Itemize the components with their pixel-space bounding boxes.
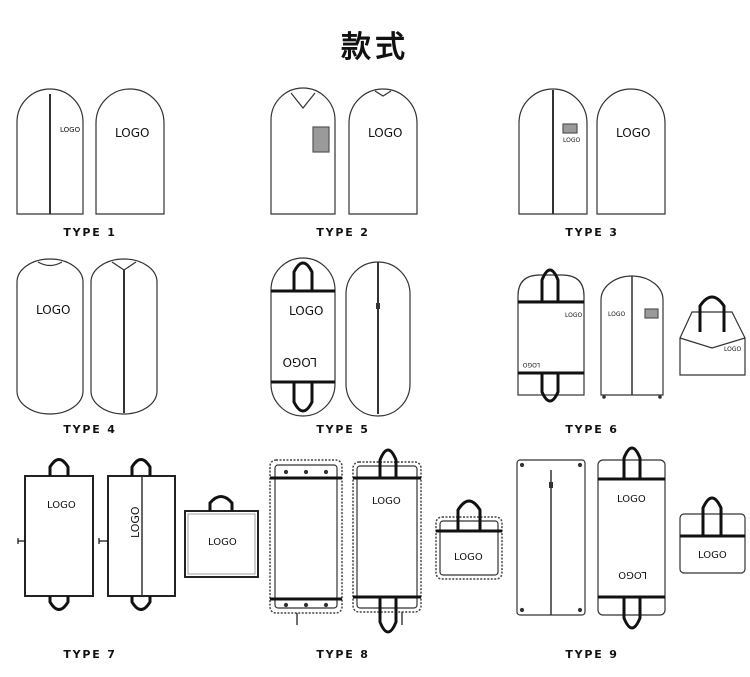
type7-folded-handle: [208, 495, 234, 511]
type6-open-logo-bottom: LOGO: [522, 361, 540, 368]
type7-back-bottom-handle: [130, 596, 152, 611]
type8-top-handle: [378, 448, 398, 478]
type6-open-bag: LOGO LOGO: [517, 268, 585, 403]
type8-folded-bag: LOGO: [435, 499, 503, 580]
type5-top-handle: [292, 261, 314, 292]
type2-back-bag: LOGO: [348, 88, 418, 215]
type5-bottom-logo: LOGO: [283, 355, 317, 369]
type9-zip-bag: [516, 459, 586, 616]
type6-zip-logo: LOGO: [608, 311, 626, 318]
type3-back-bag: LOGO: [596, 88, 666, 215]
type5-front-bag: LOGO LOGO: [270, 257, 336, 417]
type6-zip-bag: LOGO: [600, 275, 664, 399]
type8-front-bag: [269, 459, 343, 625]
type6-label: TYPE 6: [565, 423, 619, 436]
type6-label-window: [644, 308, 659, 319]
type7-front-logo: LOGO: [47, 500, 76, 511]
type8-back-bag: LOGO: [352, 448, 422, 634]
type4-label: TYPE 4: [63, 423, 117, 436]
type5-bottom-handle: [292, 382, 314, 413]
type3-label-window: [562, 123, 578, 134]
page-title: 款式: [341, 30, 409, 65]
type2-front-bag: [270, 87, 336, 215]
type6-bottom-handle: [540, 373, 560, 403]
type6-folded-bag: LOGO: [679, 295, 746, 376]
type9-folded-handle: [701, 496, 723, 536]
type6-top-handle: [540, 268, 560, 301]
type7-label: TYPE 7: [63, 648, 117, 661]
type5-back-bag: [345, 261, 411, 417]
type6-folded-handle: [698, 295, 726, 332]
type8-back-logo: LOGO: [372, 496, 401, 507]
type6-open-logo-top: LOGO: [565, 312, 583, 319]
type7-back-logo: LOGO: [129, 506, 142, 538]
type3-back-logo: LOGO: [616, 126, 650, 140]
type3-label: TYPE 3: [565, 226, 619, 239]
type7-bottom-handle: [48, 596, 70, 611]
type8-folded-handle: [456, 499, 482, 531]
type7-top-handle: [48, 458, 70, 476]
type4-back-bag: [90, 258, 158, 415]
type1-back-logo: LOGO: [115, 126, 149, 140]
type7-back-bag: LOGO: [98, 458, 176, 611]
type9-bottom-handle: [622, 597, 642, 630]
type1-front-logo: LOGO: [60, 126, 81, 134]
type1-back-bag: LOGO: [95, 88, 165, 215]
type4-front-logo: LOGO: [36, 303, 70, 317]
type2-back-logo: LOGO: [368, 126, 402, 140]
type7-folded-logo: LOGO: [208, 537, 237, 548]
type9-folded-bag: LOGO: [679, 496, 746, 574]
type6-folded-logo: LOGO: [724, 346, 742, 353]
type8-bottom-handle: [378, 597, 398, 634]
type3-front-logo: LOGO: [563, 137, 581, 144]
type1-label: TYPE 1: [63, 226, 117, 239]
type1-front-bag: LOGO: [16, 88, 84, 215]
type5-label: TYPE 5: [316, 423, 370, 436]
type9-top-handle: [622, 446, 642, 479]
type9-label: TYPE 9: [565, 648, 619, 661]
type7-front-bag: LOGO: [17, 458, 94, 611]
type9-open-bag: LOGO LOGO: [597, 446, 666, 630]
type4-front-bag: LOGO: [16, 258, 84, 415]
type8-folded-logo: LOGO: [454, 552, 483, 563]
type5-top-logo: LOGO: [289, 304, 323, 318]
type9-folded-logo: LOGO: [698, 550, 727, 561]
type9-open-logo-bottom: LOGO: [618, 569, 647, 580]
type2-label-window: [312, 126, 330, 153]
type8-label: TYPE 8: [316, 648, 370, 661]
type3-front-bag: LOGO: [518, 88, 588, 215]
type7-back-top-handle: [130, 458, 152, 476]
type7-folded-bag: LOGO: [184, 495, 259, 578]
type2-label: TYPE 2: [316, 226, 370, 239]
type9-open-logo-top: LOGO: [617, 494, 646, 505]
